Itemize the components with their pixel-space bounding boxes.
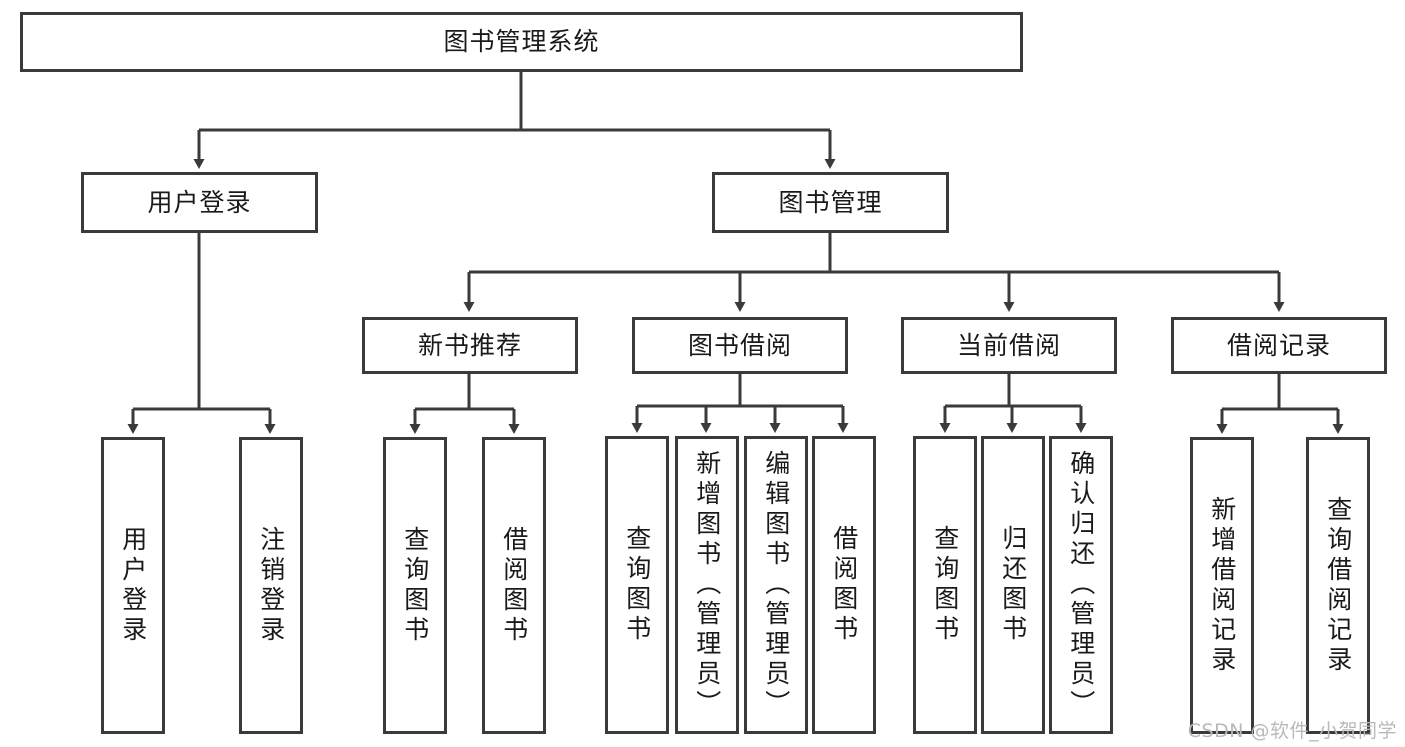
leaf-confirm-return[interactable]: 确认归还（管理员） (1049, 436, 1113, 734)
leaf-edit-book-label: 编辑图书（管理员） (761, 450, 791, 720)
leaf-add-record[interactable]: 新增借阅记录 (1190, 437, 1254, 734)
watermark-text: CSDN @软件_小贺同学 (1187, 720, 1397, 742)
leaf-user-login[interactable]: 用户登录 (101, 437, 165, 734)
node-root[interactable]: 图书管理系统 (20, 12, 1023, 72)
leaf-borrow-book-1-label: 借阅图书 (499, 525, 529, 646)
leaf-logout-login[interactable]: 注销登录 (239, 437, 303, 734)
node-book-borrow[interactable]: 图书借阅 (632, 317, 848, 374)
leaf-return-book-label: 归还图书 (998, 525, 1028, 645)
leaf-query-book-1-label: 查询图书 (400, 525, 430, 646)
leaf-query-record-label: 查询借阅记录 (1323, 495, 1353, 676)
node-user-login-label: 用户登录 (147, 187, 252, 217)
leaf-logout-login-label: 注销登录 (256, 525, 286, 646)
leaf-edit-book[interactable]: 编辑图书（管理员） (744, 436, 808, 734)
node-book-manage-label: 图书管理 (778, 187, 883, 217)
leaf-query-book-1[interactable]: 查询图书 (383, 437, 447, 734)
leaf-confirm-return-label: 确认归还（管理员） (1066, 450, 1096, 720)
node-current-borrow-label: 当前借阅 (956, 330, 1061, 360)
leaf-query-book-3-label: 查询图书 (930, 525, 960, 645)
node-new-book-rec[interactable]: 新书推荐 (362, 317, 578, 374)
node-book-borrow-label: 图书借阅 (687, 330, 792, 360)
leaf-add-book[interactable]: 新增图书（管理员） (675, 436, 739, 734)
leaf-query-record[interactable]: 查询借阅记录 (1306, 437, 1370, 734)
leaf-borrow-book-1[interactable]: 借阅图书 (482, 437, 546, 734)
node-book-manage[interactable]: 图书管理 (712, 172, 949, 233)
node-root-label: 图书管理系统 (443, 27, 600, 57)
leaf-borrow-book-2[interactable]: 借阅图书 (812, 436, 876, 734)
leaf-query-book-3[interactable]: 查询图书 (913, 436, 977, 734)
leaf-add-book-label: 新增图书（管理员） (692, 450, 722, 720)
leaf-return-book[interactable]: 归还图书 (981, 436, 1045, 734)
leaf-query-book-2-label: 查询图书 (622, 525, 652, 645)
node-borrow-record[interactable]: 借阅记录 (1171, 317, 1387, 374)
node-user-login[interactable]: 用户登录 (81, 172, 318, 233)
leaf-query-book-2[interactable]: 查询图书 (605, 436, 669, 734)
node-borrow-record-label: 借阅记录 (1226, 330, 1331, 360)
leaf-borrow-book-2-label: 借阅图书 (829, 525, 859, 645)
leaf-user-login-label: 用户登录 (118, 525, 148, 646)
leaf-add-record-label: 新增借阅记录 (1207, 495, 1237, 676)
node-new-book-rec-label: 新书推荐 (417, 330, 522, 360)
node-current-borrow[interactable]: 当前借阅 (901, 317, 1117, 374)
